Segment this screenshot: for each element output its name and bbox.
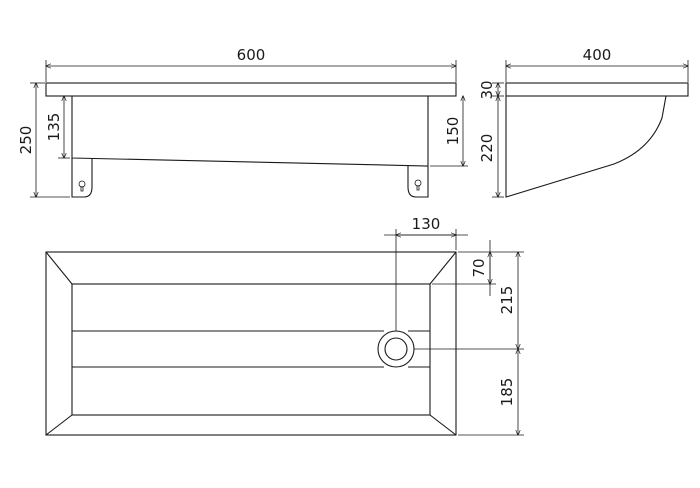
front-body [71,96,429,167]
dim-right-inner-height: 150 [430,96,468,166]
top-outer-rim [45,251,457,436]
dim-drain-to-front-label: 185 [498,378,516,407]
right-bracket [407,165,429,198]
top-basin [71,283,431,416]
dim-overall-height-label: 250 [17,126,35,155]
left-keyhole-icon [78,180,86,188]
top-view: 130 70 215 185 [45,215,524,436]
side-profile [505,95,667,198]
dim-left-inner-height-label: 135 [45,113,63,142]
dim-overall-height: 250 [17,83,70,197]
side-rim [505,82,689,97]
dim-right-inner-height-label: 150 [444,117,462,146]
dim-depth-label: 400 [583,46,612,64]
side-view: 400 30 220 [478,46,689,198]
dim-back-offset-label: 70 [470,258,488,277]
dim-rim-height-label: 30 [478,80,496,99]
dim-body-height-label: 220 [478,134,496,163]
dim-drain-to-back-label: 215 [498,286,516,315]
drain-inner-icon [384,337,408,361]
right-keyhole-icon [414,179,422,187]
dim-left-inner-height: 135 [45,96,70,158]
dim-width: 600 [46,46,456,82]
dim-drain-position: 215 185 [414,252,524,435]
dim-drain-offset-label: 130 [412,215,441,233]
dim-back-offset: 70 [432,240,496,296]
left-bracket [71,158,93,198]
front-view: 600 250 135 150 [17,46,468,197]
dim-side-heights: 30 220 [478,80,504,197]
dim-width-label: 600 [237,46,266,64]
front-rim [45,82,457,97]
drain-outer-icon [377,330,415,368]
dim-drain-offset: 130 [384,215,468,331]
dim-depth: 400 [506,46,688,82]
